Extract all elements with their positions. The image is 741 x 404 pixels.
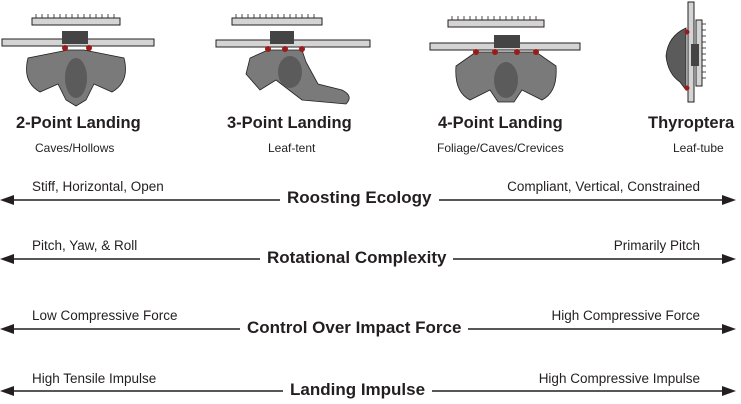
axis-title: Roosting Ecology — [280, 188, 439, 208]
axis-right-label: Primarily Pitch — [613, 238, 700, 253]
four-point-landing-bat-icon — [429, 16, 581, 103]
axis-title: Control Over Impact Force — [240, 318, 469, 338]
landing-title-3-point: 3-Point Landing — [227, 114, 352, 132]
axis-left-label: Stiff, Horizontal, Open — [32, 179, 164, 194]
landing-subtitle-thyroptera: Leaf-tube — [673, 141, 724, 155]
thyroptera-bat-icon — [665, 1, 706, 103]
landing-subtitle-4-point: Foliage/Caves/Crevices — [437, 141, 564, 155]
axis-left-label: Low Compressive Force — [32, 308, 178, 323]
axis-right-label: High Compressive Impulse — [538, 371, 700, 386]
landing-subtitle-3-point: Leaf-tent — [268, 141, 316, 155]
landing-title-4-point: 4-Point Landing — [438, 114, 563, 132]
axis-left-label: High Tensile Impulse — [32, 371, 157, 386]
axis-title: Landing Impulse — [283, 380, 433, 400]
landing-subtitle-2-point: Caves/Hollows — [35, 141, 115, 155]
axis-title: Rotational Complexity — [260, 248, 454, 268]
axis-right-label: Compliant, Vertical, Constrained — [507, 179, 700, 194]
landing-title-2-point: 2-Point Landing — [16, 114, 141, 132]
axis-right-label: High Compressive Force — [551, 308, 700, 323]
three-point-landing-bat-icon — [215, 14, 371, 105]
axis-left-label: Pitch, Yaw, & Roll — [32, 238, 138, 253]
two-point-landing-bat-icon — [1, 14, 155, 107]
landing-title-thyroptera: Thyroptera — [648, 114, 735, 132]
